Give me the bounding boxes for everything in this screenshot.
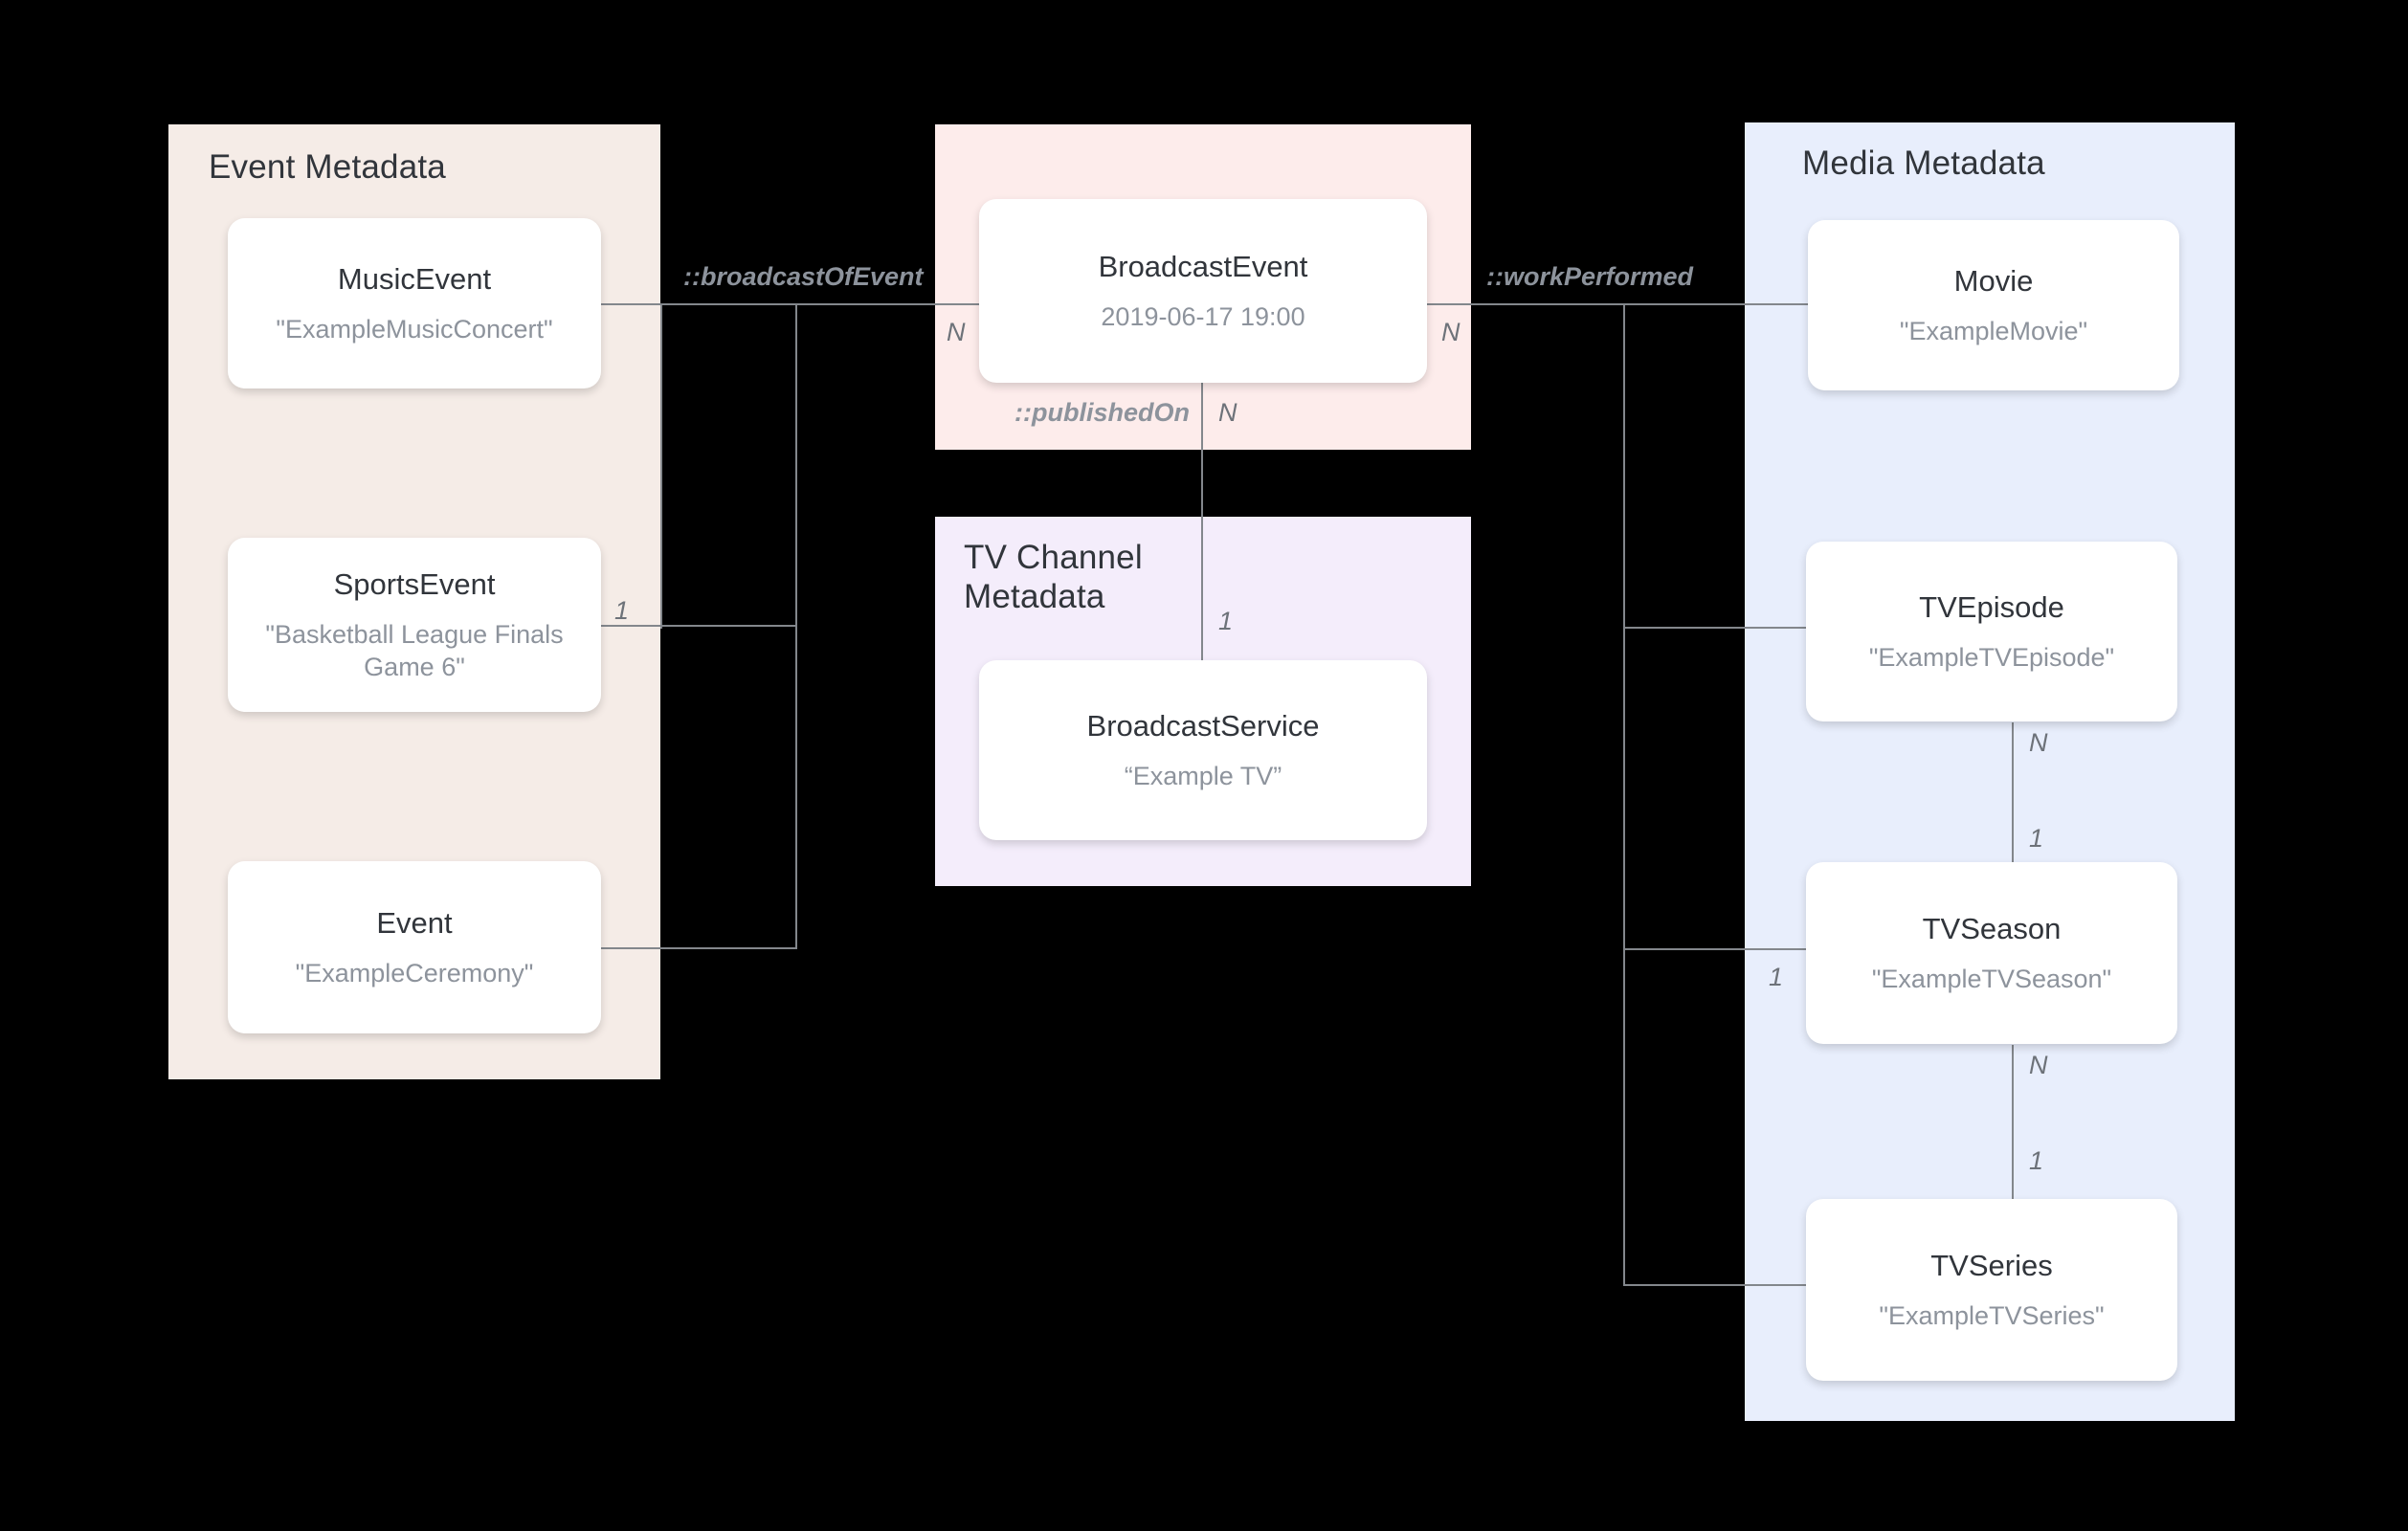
connector-broadcast-of-event-riser xyxy=(660,303,662,629)
entity-value-broadcast-service: “Example TV” xyxy=(1124,761,1282,790)
connector-collector-to-tv-episode xyxy=(1623,627,1809,629)
connector-tv-season-to-tv-series xyxy=(2012,1045,2014,1214)
entity-type-broadcast-service: BroadcastService xyxy=(1086,709,1320,743)
entity-type-event: Event xyxy=(376,906,453,941)
entity-card-sports-event[interactable]: SportsEvent "Basketball League Finals Ga… xyxy=(228,538,601,712)
connector-collector-to-tv-series xyxy=(1623,1284,1809,1286)
entity-value-movie: "ExampleMovie" xyxy=(1899,316,2088,345)
entity-type-tv-episode: TVEpisode xyxy=(1919,590,2064,625)
group-title-event-metadata: Event Metadata xyxy=(209,148,446,186)
cardinality-work-performed-n: N xyxy=(1441,318,1460,346)
group-title-media-metadata: Media Metadata xyxy=(1802,144,2045,182)
cardinality-work-performed-season-1: 1 xyxy=(1769,963,1784,991)
connector-tv-episode-to-tv-season xyxy=(2012,722,2014,892)
cardinality-broadcast-of-event-n: N xyxy=(947,318,966,346)
cardinality-published-on-1: 1 xyxy=(1218,607,1234,635)
cardinality-season-series-1: 1 xyxy=(2029,1146,2044,1175)
entity-value-sports-event: "Basketball League Finals Game 6" xyxy=(265,619,564,681)
entity-type-tv-series: TVSeries xyxy=(1930,1249,2053,1283)
entity-value-music-event: "ExampleMusicConcert" xyxy=(276,314,553,344)
entity-value-tv-season: "ExampleTVSeason" xyxy=(1871,964,2112,993)
entity-value-event: "ExampleCeremony" xyxy=(295,958,534,987)
connector-media-collector-vertical xyxy=(1623,303,1625,1285)
entity-type-tv-season: TVSeason xyxy=(1922,912,2062,946)
entity-value-broadcast-event: 2019-06-17 19:00 xyxy=(1101,301,1305,331)
relation-label-work-performed: ::workPerformed xyxy=(1486,262,1694,291)
entity-type-sports-event: SportsEvent xyxy=(333,567,496,602)
cardinality-episode-season-n: N xyxy=(2029,728,2048,757)
connector-sports-event-to-collector xyxy=(601,625,797,627)
entity-card-broadcast-event[interactable]: BroadcastEvent 2019-06-17 19:00 xyxy=(979,199,1427,383)
relation-label-broadcast-of-event: ::broadcastOfEvent xyxy=(683,262,924,291)
cardinality-episode-season-1: 1 xyxy=(2029,824,2044,853)
relation-label-published-on: ::publishedOn xyxy=(1014,398,1190,427)
entity-value-tv-series: "ExampleTVSeries" xyxy=(1879,1300,2105,1330)
connector-event-collector-vertical xyxy=(795,303,797,949)
entity-card-music-event[interactable]: MusicEvent "ExampleMusicConcert" xyxy=(228,218,601,388)
entity-card-broadcast-service[interactable]: BroadcastService “Example TV” xyxy=(979,660,1427,840)
entity-card-tv-episode[interactable]: TVEpisode "ExampleTVEpisode" xyxy=(1806,542,2177,721)
connector-collector-to-tv-season xyxy=(1623,948,1809,950)
cardinality-season-series-n: N xyxy=(2029,1051,2048,1079)
cardinality-broadcast-of-event-1: 1 xyxy=(614,596,630,625)
connector-event-to-collector xyxy=(601,947,797,949)
entity-card-event[interactable]: Event "ExampleCeremony" xyxy=(228,861,601,1033)
entity-type-broadcast-event: BroadcastEvent xyxy=(1098,250,1308,284)
entity-type-music-event: MusicEvent xyxy=(337,262,492,297)
entity-type-movie: Movie xyxy=(1953,264,2034,299)
connector-collector-to-broadcast-event xyxy=(660,303,979,305)
connector-published-on xyxy=(1201,383,1203,662)
entity-card-tv-season[interactable]: TVSeason "ExampleTVSeason" xyxy=(1806,862,2177,1044)
entity-card-movie[interactable]: Movie "ExampleMovie" xyxy=(1808,220,2179,390)
entity-card-tv-series[interactable]: TVSeries "ExampleTVSeries" xyxy=(1806,1199,2177,1381)
entity-value-tv-episode: "ExampleTVEpisode" xyxy=(1868,642,2115,672)
cardinality-published-on-n: N xyxy=(1218,398,1237,427)
connector-broadcast-event-to-media-collector xyxy=(1426,303,1809,305)
group-title-tv-channel-metadata: TV Channel Metadata xyxy=(964,539,1143,616)
